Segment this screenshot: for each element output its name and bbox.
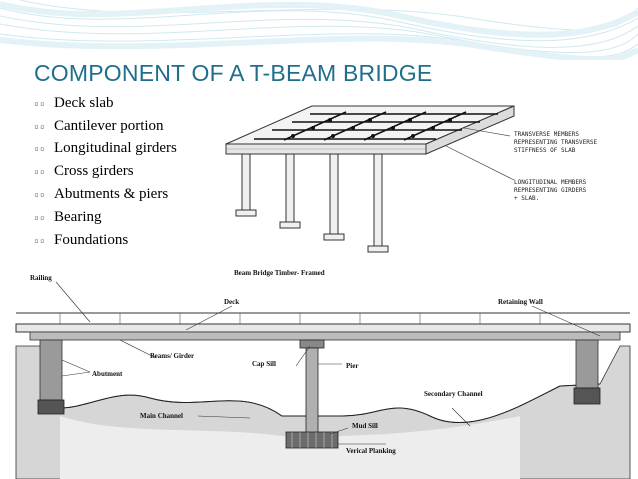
background-decoration (0, 0, 638, 60)
figure-caption: Beam Bridge Timber- Framed (234, 269, 325, 277)
vertical-planking-label: Verical Planking (346, 447, 396, 455)
longitudinal-members-note-line3: + SLAB. (514, 195, 539, 202)
retaining-wall-label: Retaining Wall (498, 298, 543, 306)
bullet-marker: ▫▫ (34, 167, 46, 177)
transverse-members-note-line2: REPRESENTING TRANSVERSE (514, 139, 597, 146)
list-item: ▫▫ Cross girders (34, 160, 177, 183)
transverse-members-note-line3: STIFFNESS OF SLAB (514, 147, 576, 154)
list-item-label: Bearing (54, 208, 102, 225)
bullet-marker: ▫▫ (34, 144, 46, 154)
railing-label: Railing (30, 274, 52, 282)
beams-girder-label: Beams/ Girder (150, 352, 194, 360)
secondary-channel-label: Secondary Channel (424, 390, 483, 398)
slide-title: COMPONENT OF A T-BEAM BRIDGE (34, 60, 433, 86)
list-item-label: Foundations (54, 231, 129, 248)
beam-bridge-section-figure: Beam Bridge Timber- Framed Raili (0, 266, 638, 479)
list-item-label: Deck slab (54, 94, 114, 111)
list-item: ▫▫ Abutments & piers (34, 183, 177, 206)
pier-label: Pier (346, 362, 358, 370)
longitudinal-members-note-line1: LONGITUDINAL MEMBERS (514, 179, 587, 186)
bullet-marker: ▫▫ (34, 121, 46, 131)
list-item-label: Cantilever portion (54, 117, 164, 134)
bullet-marker: ▫▫ (34, 190, 46, 200)
deck-label: Deck (224, 298, 239, 306)
bullet-marker: ▫▫ (34, 235, 46, 245)
abutment-label: Abutment (92, 370, 123, 378)
cap-sill-label: Cap Sill (252, 360, 276, 368)
list-item: ▫▫ Deck slab (34, 92, 177, 115)
transverse-members-note-line1: TRANSVERSE MEMBERS (514, 131, 579, 138)
list-item: ▫▫ Longitudinal girders (34, 138, 177, 161)
list-item: ▫▫ Bearing (34, 206, 177, 229)
list-item-label: Cross girders (54, 163, 134, 180)
mud-sill-label: Mud Sill (352, 422, 378, 430)
list-item-label: Longitudinal girders (54, 140, 177, 157)
list-item: ▫▫ Foundations (34, 229, 177, 252)
longitudinal-members-note-line2: REPRESENTING GIRDERS (514, 187, 587, 194)
tbeam-grillage-figure: TRANSVERSE MEMBERS REPRESENTING TRANSVER… (214, 100, 638, 270)
component-list: ▫▫ Deck slab ▫▫ Cantilever portion ▫▫ Longi… (34, 92, 177, 252)
list-item: ▫▫ Cantilever portion (34, 115, 177, 138)
bullet-marker: ▫▫ (34, 212, 46, 222)
main-channel-label: Main Channel (140, 412, 183, 420)
list-item-label: Abutments & piers (54, 186, 169, 203)
bullet-marker: ▫▫ (34, 98, 46, 108)
